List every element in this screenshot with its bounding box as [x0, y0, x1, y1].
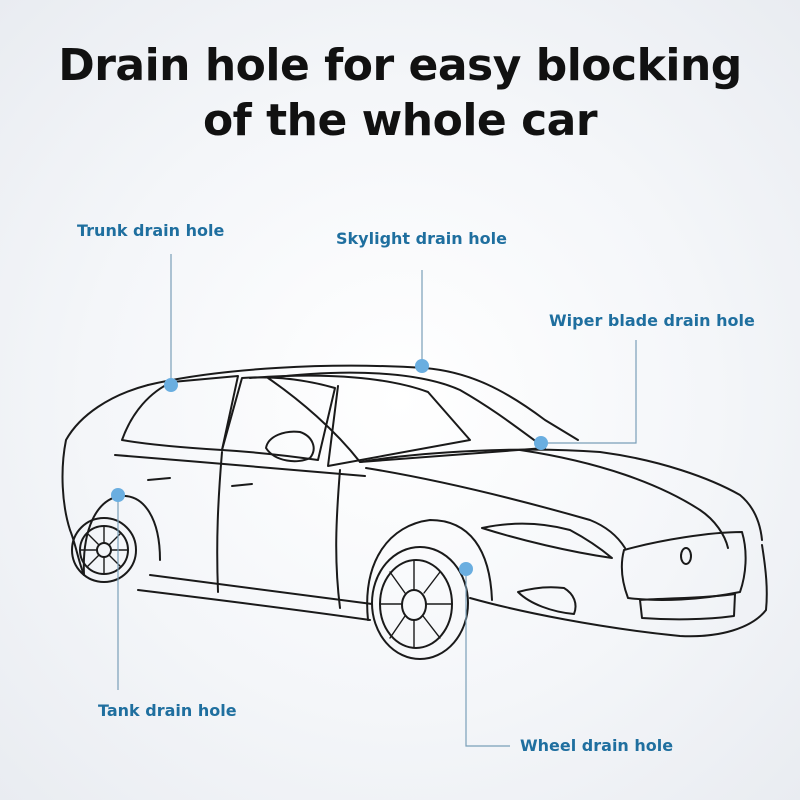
car-front-door-edge	[335, 469, 341, 609]
wheel-drain-dot	[459, 562, 473, 576]
car-hood	[359, 448, 763, 541]
tank-drain-label: Tank drain hole	[98, 701, 237, 720]
car-front-wheel-spokes	[379, 559, 453, 649]
car-fog-area	[517, 586, 577, 615]
trunk-drain-label: Trunk drain hole	[77, 221, 225, 240]
car-grille	[620, 531, 747, 601]
skylight-drain-label: Skylight drain hole	[336, 229, 507, 248]
wiper-leader-line	[541, 340, 637, 444]
car-rear-side-window	[221, 376, 336, 461]
car-grille-emblem	[680, 547, 692, 565]
car-hood-crease-2	[519, 449, 729, 549]
wiper-drain-label: Wiper blade drain hole	[549, 311, 755, 330]
car-front-door-handle	[231, 483, 253, 487]
wheel-drain-label: Wheel drain hole	[520, 736, 674, 755]
car-rear-wheel-tire	[71, 517, 137, 583]
car-belt-line	[114, 454, 366, 477]
car-front-bumper	[469, 544, 768, 638]
page-title: Drain hole for easy blocking of the whol…	[0, 38, 800, 148]
car-rear-door-handle	[147, 477, 171, 481]
car-windshield	[267, 371, 546, 463]
title-line-2: of the whole car	[202, 95, 598, 146]
trunk-drain-dot	[164, 378, 178, 392]
tank-drain-dot	[111, 488, 125, 502]
car-hood-crease	[365, 467, 626, 549]
skylight-drain-dot	[415, 359, 429, 373]
car-side-mirror	[265, 430, 315, 463]
car-sill-line	[137, 589, 371, 621]
car-sill-lower	[149, 574, 373, 605]
title-line-1: Drain hole for easy blocking	[58, 40, 742, 91]
car-outline-illustration	[61, 364, 768, 660]
car-rear-wheel-spokes	[79, 525, 129, 575]
car-front-wheel-tire	[371, 546, 469, 660]
car-headlight	[481, 522, 613, 559]
wiper-drain-dot	[534, 436, 548, 450]
car-front-wheel-hub	[401, 589, 427, 621]
car-lower-intake	[639, 593, 736, 621]
car-roof-line	[147, 364, 579, 441]
car-front-wheel-arch	[366, 519, 493, 621]
car-rear-body	[61, 384, 149, 576]
wheel-leader-line	[465, 569, 510, 747]
drain-hole-markers	[111, 359, 548, 576]
car-door-divider	[216, 451, 223, 593]
leader-lines	[117, 254, 637, 747]
